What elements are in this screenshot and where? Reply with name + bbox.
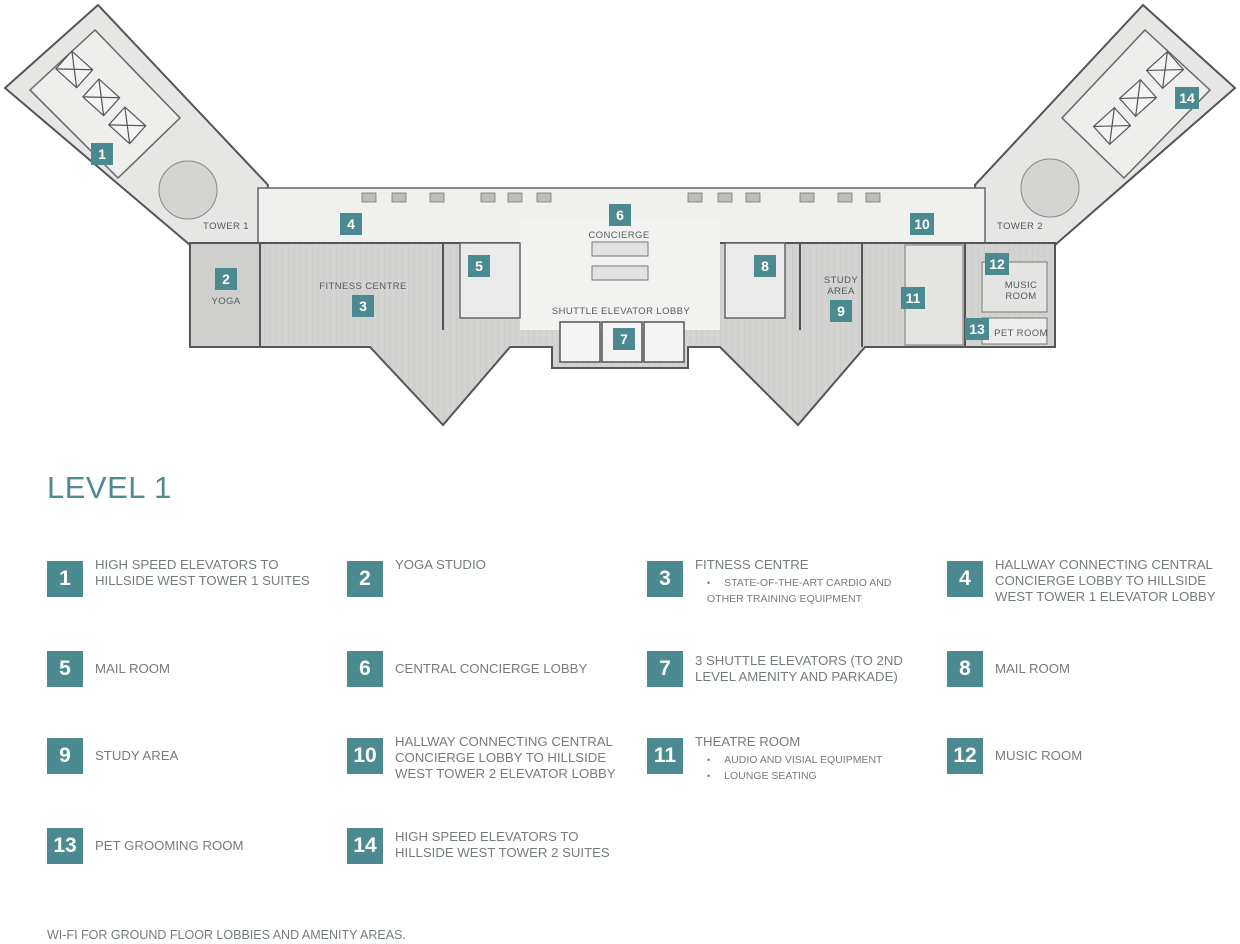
legend-number-badge: 1 <box>47 561 83 597</box>
legend-heading: FITNESS CENTRE <box>695 557 809 572</box>
legend-description: MAIL ROOM <box>95 661 170 676</box>
legend-bullet: STATE-OF-THE-ART CARDIO AND OTHER TRAINI… <box>707 575 925 607</box>
legend-bullet: LOUNGE SEATING <box>707 768 925 784</box>
legend-description: MAIL ROOM <box>995 661 1070 676</box>
svg-text:14: 14 <box>1179 90 1195 106</box>
tower-2-elevators <box>1092 50 1185 146</box>
plan-marker: 8 <box>754 255 776 277</box>
legend-number-badge: 14 <box>347 828 383 864</box>
plan-label-tower-2: TOWER 2 <box>997 221 1043 232</box>
legend-number-badge: 12 <box>947 738 983 774</box>
legend-description: CENTRAL CONCIERGE LOBBY <box>395 661 588 676</box>
svg-text:11: 11 <box>906 290 921 306</box>
pet-room-floor <box>981 317 1048 345</box>
legend-number-badge: 4 <box>947 561 983 597</box>
legend-description: MUSIC ROOM <box>995 748 1083 763</box>
svg-text:13: 13 <box>969 321 985 337</box>
tower-1-wing <box>3 3 270 246</box>
legend-description: FITNESS CENTRE STATE-OF-THE-ART CARDIO A… <box>695 557 925 607</box>
svg-text:10: 10 <box>914 216 930 232</box>
legend-bullet: AUDIO AND VISIAL EQUIPMENT <box>707 752 925 768</box>
svg-text:8: 8 <box>761 258 769 274</box>
mail-room-right <box>724 242 786 319</box>
legend-number-badge: 9 <box>47 738 83 774</box>
legend-bullet-list: AUDIO AND VISIAL EQUIPMENT LOUNGE SEATIN… <box>695 752 925 784</box>
legend-description: 3 SHUTTLE ELEVATORS (TO 2ND LEVEL AMENIT… <box>695 653 903 684</box>
svg-text:6: 6 <box>616 207 624 223</box>
plan-marker: 1 <box>91 143 113 165</box>
legend-number-badge: 10 <box>347 738 383 774</box>
plan-label-fitness: FITNESS CENTRE <box>319 281 406 292</box>
svg-text:12: 12 <box>989 256 1005 272</box>
legend-number-badge: 8 <box>947 651 983 687</box>
legend-number-badge: 2 <box>347 561 383 597</box>
legend-description: PET GROOMING ROOM <box>95 838 244 853</box>
tower-1-lounge-rug <box>158 160 218 220</box>
tower-2-wing <box>973 3 1237 246</box>
plan-marker: 7 <box>613 328 635 350</box>
plan-markers: 1 2 3 4 5 6 7 8 9 10 11 12 13 14 <box>91 87 1199 350</box>
plan-label-shuttle: SHUTTLE ELEVATOR LOBBY <box>552 306 690 317</box>
plan-label-study-2: AREA <box>827 286 855 297</box>
legend-description: HIGH SPEED ELEVATORS TO HILLSIDE WEST TO… <box>395 829 610 860</box>
legend-number-badge: 7 <box>647 651 683 687</box>
svg-text:3: 3 <box>359 298 367 314</box>
legend-number-badge: 11 <box>647 738 683 774</box>
footnote: WI-FI FOR GROUND FLOOR LOBBIES AND AMENI… <box>47 928 406 942</box>
plan-label-music-1: MUSIC <box>1005 280 1038 291</box>
plan-label-tower-1: TOWER 1 <box>203 221 249 232</box>
concierge-desk <box>591 241 649 281</box>
plan-label-yoga: YOGA <box>211 296 240 307</box>
svg-text:7: 7 <box>620 331 628 347</box>
legend-description: HALLWAY CONNECTING CENTRAL CONCIERGE LOB… <box>395 734 616 781</box>
svg-text:5: 5 <box>475 258 483 274</box>
legend-description: YOGA STUDIO <box>395 557 486 572</box>
legend-description: STUDY AREA <box>95 748 179 763</box>
legend-number-badge: 5 <box>47 651 83 687</box>
plan-marker: 10 <box>910 213 934 235</box>
svg-text:2: 2 <box>222 271 230 287</box>
plan-label-study-1: STUDY <box>824 275 858 286</box>
legend-description: THEATRE ROOM AUDIO AND VISIAL EQUIPMENT … <box>695 734 925 784</box>
tower-1-elevators <box>54 50 147 145</box>
legend-description: HIGH SPEED ELEVATORS TO HILLSIDE WEST TO… <box>95 557 310 588</box>
plan-marker: 12 <box>985 253 1009 275</box>
plan-marker: 2 <box>215 268 237 290</box>
mail-room-left <box>459 242 521 319</box>
corridor-columns <box>361 192 881 203</box>
legend-number-badge: 3 <box>647 561 683 597</box>
yoga-room-floor <box>192 245 258 345</box>
plan-marker: 5 <box>468 255 490 277</box>
plan-marker: 11 <box>901 287 925 309</box>
floor-plan: TOWER 1 TOWER 2 YOGA FITNESS CENTRE CONC… <box>3 3 1237 427</box>
legend-heading: THEATRE ROOM <box>695 734 801 749</box>
svg-text:1: 1 <box>98 146 106 162</box>
plan-marker: 14 <box>1175 87 1199 109</box>
plan-label-music-2: ROOM <box>1005 291 1036 302</box>
legend-number-badge: 6 <box>347 651 383 687</box>
plan-marker: 4 <box>340 213 362 235</box>
legend-description: HALLWAY CONNECTING CENTRAL CONCIERGE LOB… <box>995 557 1216 604</box>
svg-text:4: 4 <box>347 216 355 232</box>
plan-marker: 6 <box>609 204 631 226</box>
tower-2-lounge-rug <box>1020 158 1080 218</box>
plan-marker: 3 <box>352 295 374 317</box>
page-title: LEVEL 1 <box>47 470 172 505</box>
plan-marker: 13 <box>965 318 989 340</box>
plan-label-pet: PET ROOM <box>994 328 1048 339</box>
plan-marker: 9 <box>830 300 852 322</box>
legend-bullet-list: STATE-OF-THE-ART CARDIO AND OTHER TRAINI… <box>695 575 925 607</box>
svg-text:9: 9 <box>837 303 845 319</box>
legend-number-badge: 13 <box>47 828 83 864</box>
plan-label-concierge: CONCIERGE <box>588 230 649 241</box>
